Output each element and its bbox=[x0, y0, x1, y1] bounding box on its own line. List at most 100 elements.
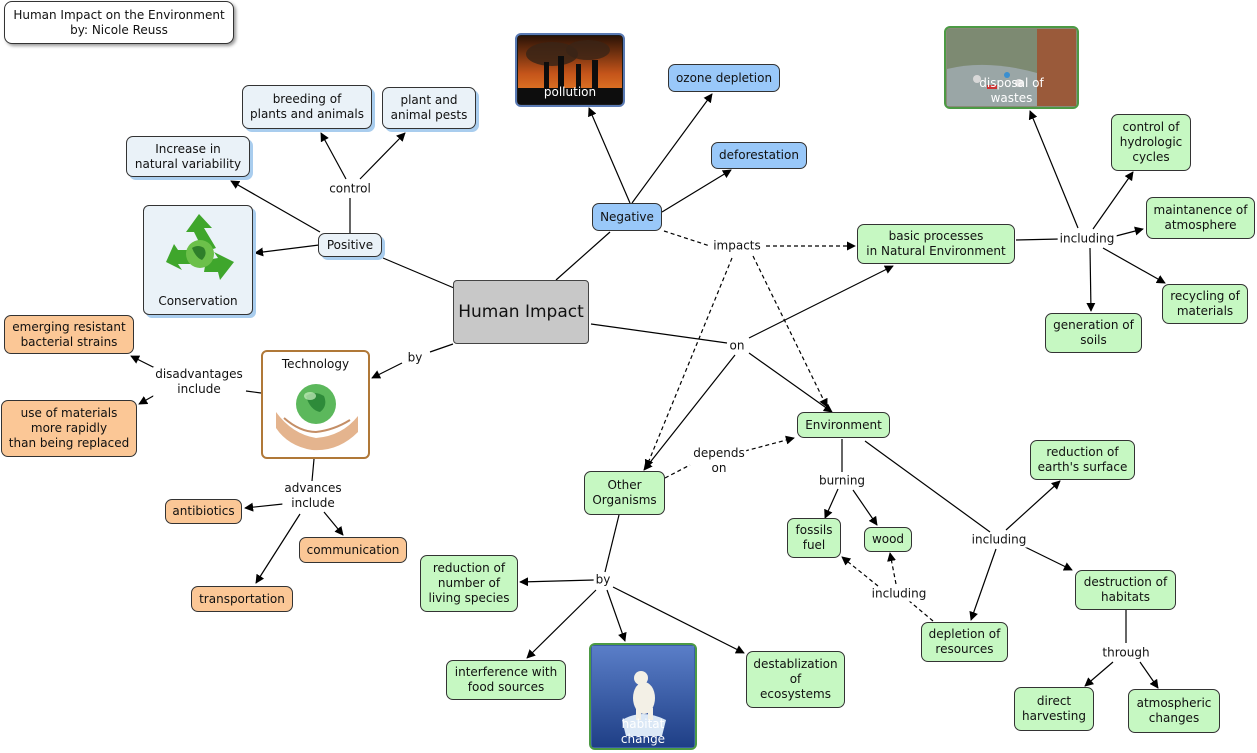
technology-image-node[interactable]: Technology bbox=[261, 350, 370, 459]
edge-by-habitat bbox=[606, 589, 627, 642]
edge-through-atmospheric bbox=[1139, 661, 1159, 689]
basic-processes-node[interactable]: basic processes in Natural Environment bbox=[857, 224, 1015, 264]
label-through: through bbox=[1100, 645, 1152, 661]
edge-impacts-organisms bbox=[644, 257, 733, 469]
edge-including-destruction bbox=[1020, 544, 1073, 571]
map-title: Human Impact on the Environment by: Nico… bbox=[4, 1, 234, 44]
positive-node[interactable]: Positive bbox=[318, 233, 382, 257]
edge-including-depletion bbox=[969, 548, 997, 621]
label-control: control bbox=[327, 181, 373, 197]
direct-harvesting-node[interactable]: direct harvesting bbox=[1014, 687, 1094, 731]
conservation-image-node[interactable]: Conservation bbox=[143, 205, 253, 315]
edge-positive-conservation bbox=[254, 244, 320, 257]
interference-food-node[interactable]: interference with food sources bbox=[446, 660, 566, 700]
pollution-label: pollution bbox=[543, 85, 597, 99]
factory-smokestacks-icon bbox=[518, 36, 622, 104]
use-materials-node[interactable]: use of materials more rapidly than being… bbox=[1, 400, 137, 457]
edge-including-disposal bbox=[1028, 110, 1079, 229]
deforestation-node[interactable]: deforestation bbox=[711, 142, 807, 169]
control-hydrologic-node[interactable]: control of hydrologic cycles bbox=[1111, 114, 1191, 171]
edge-on-environment bbox=[748, 352, 833, 413]
ozone-depletion-node[interactable]: ozone depletion bbox=[668, 64, 780, 92]
edge-including-reduction bbox=[1005, 480, 1061, 531]
label-including-depletion: including bbox=[869, 586, 929, 602]
edge-through-direct bbox=[1084, 661, 1114, 687]
disposal-wastes-label: disposal of wastes bbox=[979, 76, 1044, 105]
edge-advances-communication bbox=[323, 511, 344, 536]
edge-negative-impacts bbox=[663, 230, 711, 247]
edge-basic-including bbox=[1015, 238, 1061, 241]
label-impacts: impacts bbox=[711, 238, 763, 254]
edge-by-reduction bbox=[519, 577, 595, 587]
edge-burning-fossils bbox=[824, 488, 839, 519]
edge-organisms-by bbox=[604, 514, 620, 573]
wood-node[interactable]: wood bbox=[864, 527, 912, 552]
destruction-habitats-node[interactable]: destruction of habitats bbox=[1075, 570, 1176, 610]
resistant-strains-node[interactable]: emerging resistant bacterial strains bbox=[4, 315, 134, 354]
antibiotics-node[interactable]: antibiotics bbox=[165, 499, 242, 524]
edge-advances-transportation bbox=[255, 513, 301, 584]
label-depends-on: depends on bbox=[691, 446, 747, 476]
edge-technology-advances bbox=[311, 458, 315, 482]
edge-dependson-environment bbox=[744, 435, 795, 452]
edge-by-destablization bbox=[612, 586, 745, 654]
edge-on-basic bbox=[748, 265, 894, 339]
negative-node[interactable]: Negative bbox=[592, 203, 662, 231]
habitat-change-label: habitat change bbox=[620, 717, 666, 746]
environment-node[interactable]: Environment bbox=[797, 412, 890, 438]
destablization-node[interactable]: destablization of ecosystems bbox=[746, 651, 845, 708]
edge-environment-including bbox=[864, 440, 991, 533]
natural-variability-node[interactable]: Increase in natural variability bbox=[126, 136, 250, 177]
edge-including-atmosphere bbox=[1115, 226, 1144, 237]
label-burning: burning bbox=[816, 473, 868, 489]
label-disadvantages: disadvantages include bbox=[153, 367, 245, 397]
polar-bear-icon bbox=[592, 646, 694, 747]
edge-including-soils bbox=[1086, 247, 1096, 312]
other-organisms-node[interactable]: Other Organisms bbox=[584, 471, 665, 515]
fossils-fuel-node[interactable]: fossils fuel bbox=[787, 518, 841, 558]
hands-globe-icon bbox=[276, 384, 358, 451]
edge-depletion-including bbox=[907, 599, 934, 622]
edge-negative-ozone bbox=[631, 93, 713, 204]
edge-control-breeding bbox=[320, 132, 347, 180]
breeding-node[interactable]: breeding of plants and animals bbox=[242, 85, 372, 129]
habitat-change-image-node[interactable]: habitat change bbox=[589, 643, 697, 750]
edge-impacts-environment bbox=[752, 255, 828, 408]
atmospheric-changes-node[interactable]: atmospheric changes bbox=[1128, 689, 1220, 733]
waste-stream-icon bbox=[947, 29, 1076, 106]
human-impact-node[interactable]: Human Impact bbox=[453, 280, 589, 344]
transportation-node[interactable]: transportation bbox=[191, 586, 293, 612]
edge-by-interference bbox=[526, 589, 597, 659]
edge-technology-disadvantages bbox=[245, 390, 262, 394]
label-by-technology: by bbox=[405, 350, 425, 366]
edge-negative-pollution bbox=[588, 107, 631, 204]
edge-including-fossils bbox=[841, 556, 879, 587]
edge-negative-deforestation bbox=[661, 169, 732, 213]
technology-label: Technology bbox=[281, 357, 350, 371]
label-advances: advances include bbox=[282, 481, 344, 511]
reduction-surface-node[interactable]: reduction of earth's surface bbox=[1030, 440, 1135, 480]
edge-including-hydrologic bbox=[1092, 171, 1134, 230]
edge-by-technology bbox=[371, 362, 403, 379]
generation-soils-node[interactable]: generation of soils bbox=[1045, 313, 1142, 353]
depletion-resources-node[interactable]: depletion of resources bbox=[921, 622, 1008, 662]
edge-hub-negative bbox=[555, 231, 611, 281]
disposal-wastes-image-node[interactable]: disposal of wastes bbox=[944, 26, 1079, 109]
edge-including-recycling bbox=[1102, 247, 1166, 284]
maintanence-atmosphere-node[interactable]: maintanence of atmosphere bbox=[1146, 197, 1255, 239]
pollution-image-node[interactable]: pollution bbox=[515, 33, 625, 107]
label-on: on bbox=[727, 338, 747, 354]
label-by-organisms: by bbox=[593, 572, 613, 588]
edge-hub-by bbox=[429, 343, 454, 353]
plant-pests-node[interactable]: plant and animal pests bbox=[382, 87, 476, 129]
recycling-globe-icon bbox=[166, 214, 234, 280]
recycling-materials-node[interactable]: recycling of materials bbox=[1162, 284, 1248, 324]
edge-including-wood bbox=[887, 552, 897, 585]
edge-positive-variability bbox=[230, 180, 321, 233]
reduction-species-node[interactable]: reduction of number of living species bbox=[420, 555, 518, 612]
communication-node[interactable]: communication bbox=[299, 537, 407, 563]
edge-hub-positive bbox=[382, 257, 455, 289]
conservation-label: Conservation bbox=[158, 294, 238, 308]
label-including-basic: including bbox=[1057, 231, 1117, 247]
